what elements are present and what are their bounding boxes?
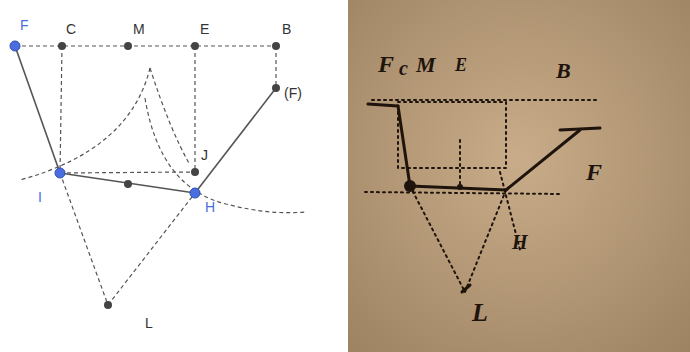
point-label: M	[133, 22, 145, 36]
handwritten-label: M	[416, 54, 436, 76]
handwritten-label: L	[472, 300, 488, 326]
manuscript-photo	[348, 0, 690, 352]
handwritten-label: B	[556, 60, 571, 82]
handwritten-label: F	[586, 160, 602, 184]
point-label: H	[205, 200, 215, 214]
handwritten-label: E	[455, 56, 467, 74]
point-label: C	[66, 22, 76, 36]
point-label: E	[200, 22, 209, 36]
handwritten-label: H	[512, 232, 528, 252]
handwritten-label: c	[399, 58, 408, 78]
handwritten-label: F	[378, 52, 394, 76]
point-label: B	[282, 22, 291, 36]
point-label: J	[201, 148, 208, 162]
point-label: I	[38, 190, 42, 204]
point-label: (F)	[284, 86, 302, 100]
point-label: L	[145, 316, 153, 330]
point-label: F	[20, 18, 29, 32]
